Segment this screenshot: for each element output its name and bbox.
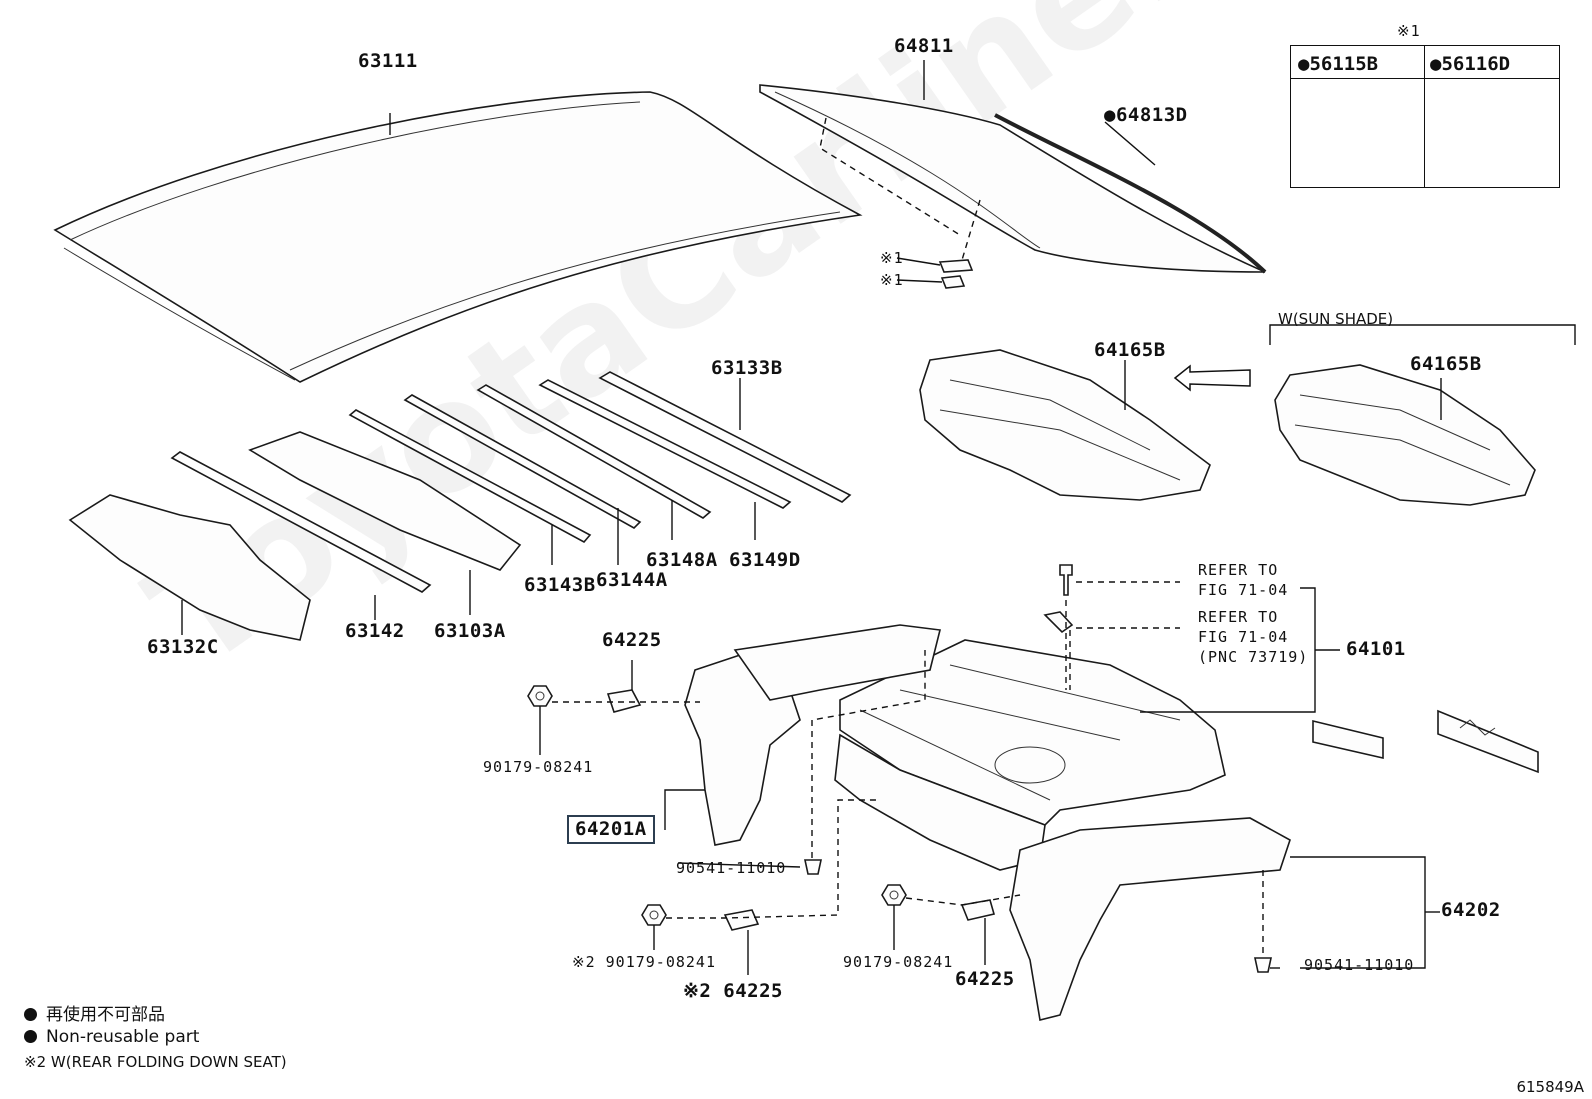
upper-panel: [733, 624, 941, 701]
label-64225-c: 64225: [955, 968, 1015, 990]
sun-shade-label: W(SUN SHADE): [1278, 310, 1394, 328]
label-64165B-a: 64165B: [1094, 339, 1166, 361]
plug-90541-b: [1254, 957, 1272, 973]
label-63142: 63142: [345, 620, 405, 642]
clip-56116D: [1437, 709, 1539, 774]
nut-90179-b: [641, 904, 667, 926]
legend-line-1: 再使用不可部品: [24, 1000, 165, 1025]
legend-line-2: Non-reusable part: [24, 1027, 199, 1047]
refer2-line3: (PNC 73719): [1198, 648, 1309, 666]
legend-text-2: Non-reusable part: [46, 1027, 200, 1047]
label-64165B-b: 64165B: [1410, 353, 1482, 375]
arrow-left: [1173, 364, 1251, 392]
nut-90179-c: [881, 884, 907, 906]
label-64201A[interactable]: 64201A: [567, 815, 655, 844]
molding-64813D: [994, 113, 1267, 274]
label-63149D: 63149D: [729, 549, 801, 571]
inset-col2: ●56116D: [1430, 53, 1511, 75]
refer2-line1: REFER TO: [1198, 608, 1279, 626]
label-64813D: ●64813D: [1104, 104, 1188, 126]
roof-bows: [68, 371, 852, 641]
label-64225-a: 64225: [602, 629, 662, 651]
inset-header: ※1: [1397, 22, 1421, 40]
label-63111: 63111: [358, 50, 418, 72]
label-90541-a: 90541-11010: [676, 859, 787, 877]
insulator-64165B-left: [919, 349, 1211, 501]
roof-panel-63111: [53, 91, 863, 383]
figure-id: 615849A: [1516, 1078, 1584, 1096]
bracket-64225-b: [723, 909, 760, 931]
label-64101: 64101: [1346, 638, 1406, 660]
bullet-icon: [24, 1030, 37, 1043]
plug-90541-a: [804, 859, 822, 875]
label-90179-c: 90179-08241: [843, 953, 954, 971]
inset-box: [1290, 45, 1560, 188]
bracket-64225-c: [960, 899, 996, 921]
label-63133B: 63133B: [711, 357, 783, 379]
label-64202: 64202: [1441, 899, 1501, 921]
label-90541-b: 90541-11010: [1304, 956, 1415, 974]
bracket-refer-2: [1043, 611, 1074, 634]
back-glass-64811: [759, 84, 1266, 273]
refer1-line2: FIG 71-04: [1198, 581, 1289, 599]
rear-panel: [834, 733, 1046, 871]
label-90179-a: 90179-08241: [483, 758, 594, 776]
label-63143B: 63143B: [524, 574, 596, 596]
bolt-refer-1: [1059, 564, 1073, 596]
insulator-64165B-right: [1274, 364, 1536, 506]
clip-56115B: [1312, 719, 1384, 760]
refer1-line1: REFER TO: [1198, 561, 1279, 579]
legend-text-1: 再使用不可部品: [46, 1005, 165, 1025]
refer2-line2: FIG 71-04: [1198, 628, 1289, 646]
label-63103A: 63103A: [434, 620, 506, 642]
note-1b: ※1: [880, 271, 904, 289]
label-63144A: 63144A: [596, 569, 668, 591]
label-63148A: 63148A: [646, 549, 718, 571]
clip-b: [940, 275, 966, 289]
label-90179-b: ※2 90179-08241: [572, 953, 716, 971]
inset-col1: ●56115B: [1298, 53, 1379, 75]
label-64225-b: ※2 64225: [683, 980, 783, 1002]
note-1a: ※1: [880, 249, 904, 267]
quarter-inner-64202: [1009, 817, 1291, 1021]
bullet-icon: [24, 1008, 37, 1021]
label-63132C: 63132C: [147, 636, 219, 658]
clip-a: [938, 259, 974, 273]
label-64811: 64811: [894, 35, 954, 57]
legend-line-3: ※2 W(REAR FOLDING DOWN SEAT): [24, 1053, 287, 1071]
nut-90179-a: [527, 685, 553, 707]
bracket-64225-a: [606, 689, 642, 713]
